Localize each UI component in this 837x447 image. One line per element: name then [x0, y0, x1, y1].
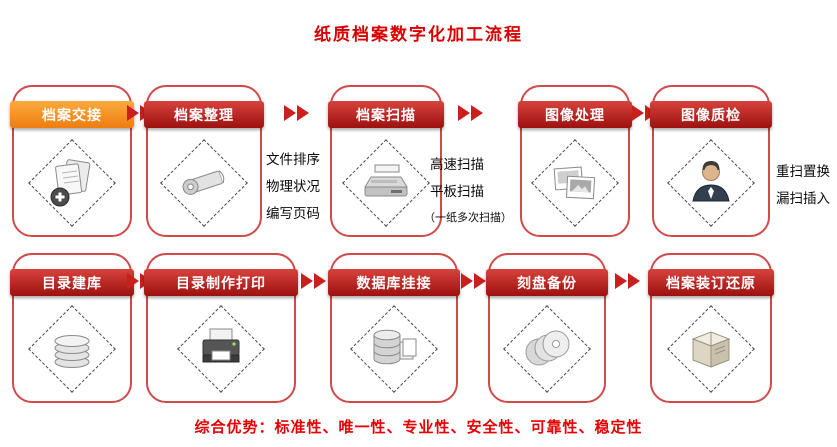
flow-arrow [301, 273, 326, 289]
scanner-icon [364, 164, 408, 197]
chevron-icon [127, 273, 139, 289]
flow-arrow [461, 273, 486, 289]
carton-box-icon [691, 331, 731, 368]
step-title: 图像处理 [545, 106, 605, 123]
scroll-icon [182, 170, 225, 195]
chevron-icon [474, 273, 486, 289]
step-card-image-quality-check: 图像质检 [650, 85, 772, 237]
advantages-label: 综合优势： [194, 419, 275, 436]
database-link-icon [373, 329, 417, 365]
step-title: 目录建库 [42, 274, 102, 291]
step-card-catalog-print: 目录制作打印 [144, 253, 298, 403]
chevron-icon [471, 105, 483, 121]
flow-arrow [615, 273, 640, 289]
chevron-icon [284, 105, 296, 121]
step-header: 目录制作打印 [144, 269, 298, 296]
icon-unit [663, 301, 759, 397]
step-card-image-processing: 图像处理 [518, 85, 632, 237]
flow-arrow [458, 105, 483, 121]
step-header: 图像处理 [518, 101, 632, 128]
note-line: 编写页码 [266, 206, 320, 221]
step-header: 目录建库 [10, 269, 134, 296]
step-title: 图像质检 [681, 106, 741, 123]
advantages-footer: 综合优势：标准性、唯一性、专业性、安全性、可靠性、稳定性 [0, 416, 837, 437]
step-card-catalog-database: 目录建库 [10, 253, 134, 403]
quality-check-notes: 重扫置换 漏扫插入 [776, 158, 830, 212]
step-card-archive-scanning: 档案扫描 [328, 85, 444, 237]
step-card-archive-rebinding: 档案装订还原 [648, 253, 774, 403]
chevron-icon [458, 105, 470, 121]
chevron-icon [127, 105, 139, 121]
printer-icon [202, 328, 240, 363]
step-title: 刻盘备份 [517, 274, 577, 291]
step-title: 数据库挂接 [356, 274, 432, 291]
chevron-icon [628, 273, 640, 289]
discs-icon [525, 330, 570, 366]
icon-unit [24, 135, 120, 231]
step-header: 档案交接 [10, 101, 134, 128]
step-card-database-linking: 数据库挂接 [328, 253, 460, 403]
step-header: 图像质检 [650, 101, 772, 128]
page-title: 纸质档案数字化加工流程 [314, 25, 523, 44]
note-line: 文件排序 [266, 152, 320, 167]
step-header: 档案整理 [144, 101, 264, 128]
step-card-archive-handover: 档案交接 [10, 85, 134, 237]
icon-unit [527, 135, 623, 231]
chevron-icon [297, 105, 309, 121]
step-header: 档案装订还原 [648, 269, 774, 296]
step-title: 档案扫描 [356, 106, 416, 123]
chevron-icon [615, 273, 627, 289]
step-header: 刻盘备份 [486, 269, 608, 296]
step-card-disc-backup: 刻盘备份 [486, 253, 608, 403]
step-title: 档案装订还原 [666, 274, 756, 291]
icon-unit [173, 301, 269, 397]
step-card-archive-arrangement: 档案整理 [144, 85, 264, 237]
step-header: 档案扫描 [328, 101, 444, 128]
note-line: 漏扫插入 [776, 191, 830, 206]
chevron-icon [301, 273, 313, 289]
step-header: 数据库挂接 [328, 269, 460, 296]
note-line: 重扫置换 [776, 164, 830, 179]
step-title: 目录制作打印 [176, 274, 266, 291]
icon-unit [338, 135, 434, 231]
icon-unit [24, 301, 120, 397]
inspector-icon [692, 161, 730, 202]
photos-icon [553, 166, 596, 200]
icon-unit [346, 301, 442, 397]
step-title: 档案交接 [42, 106, 102, 123]
database-icon [54, 335, 90, 368]
flow-arrow [284, 105, 309, 121]
note-line: 平板扫描 [430, 184, 484, 199]
note-line: 物理状况 [266, 179, 320, 194]
icon-unit [156, 135, 252, 231]
advantages-items: 标准性、唯一性、专业性、安全性、可靠性、稳定性 [274, 419, 643, 436]
arrangement-notes: 文件排序 物理状况 编写页码 [266, 146, 320, 227]
icon-unit [499, 301, 595, 397]
icon-unit [663, 135, 759, 231]
note-line: 高速扫描 [430, 157, 484, 172]
scanning-notes: 高速扫描 平板扫描 （一纸多次扫描） [424, 151, 512, 232]
chevron-icon [632, 105, 644, 121]
chevron-icon [461, 273, 473, 289]
documents-plus-icon [50, 159, 91, 207]
note-line: （一纸多次扫描） [424, 212, 512, 224]
chevron-icon [314, 273, 326, 289]
step-title: 档案整理 [174, 106, 234, 123]
